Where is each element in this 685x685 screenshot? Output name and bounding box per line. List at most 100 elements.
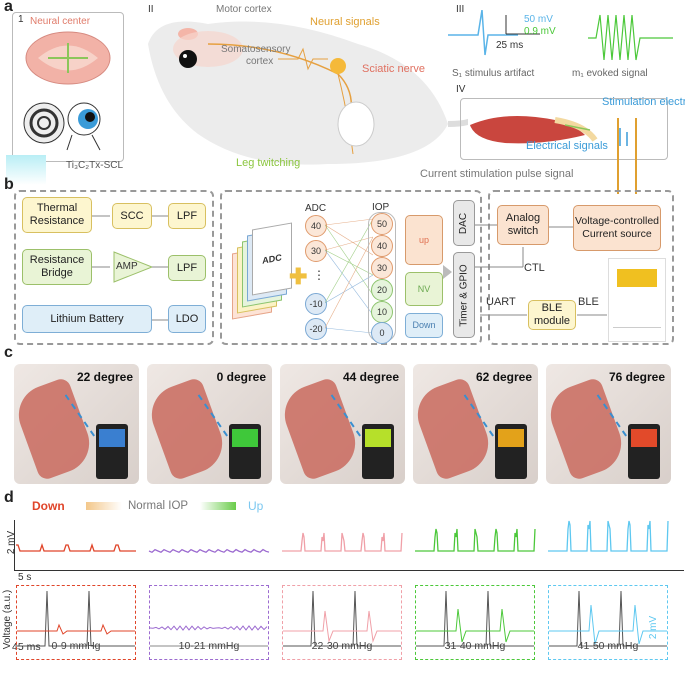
x-ms-label: 45 ms [12, 641, 41, 653]
x-s-label: 5 s [18, 572, 32, 583]
cortex-label: cortex [246, 56, 274, 67]
phone-screen [99, 429, 125, 447]
pressure-range-label: 22-30 mmHg [311, 640, 373, 652]
scale-mv2: 0.9 mV [524, 26, 556, 37]
panel-c-letter: c [4, 344, 13, 361]
panel-a-sub2: II [148, 4, 154, 15]
phone-screen [631, 429, 657, 447]
iop-node: 0 [371, 322, 393, 344]
electrode-wires [617, 118, 637, 194]
uart-label: UART [486, 296, 516, 308]
dac-label: DAC [458, 212, 470, 234]
iop-node: 10 [371, 301, 393, 323]
pulse-icon [619, 128, 628, 146]
panel-a-sub3: III [456, 4, 465, 15]
scale-ms: 25 ms [496, 40, 524, 51]
pressure-range-label: 0-9 mmHg [51, 640, 101, 652]
phone [495, 424, 527, 479]
adc-node: -20 [305, 318, 327, 340]
motor-cortex-label: Motor cortex [216, 4, 272, 15]
neural-signals-label: Neural signals [310, 16, 380, 28]
panel-a-letter: a [4, 0, 13, 15]
timer-gpio-box: Timer & GPIO [453, 252, 475, 338]
lithium-battery-box: Lithium Battery [22, 305, 152, 333]
phone-app-screenshot [608, 258, 666, 342]
waveform-box [415, 585, 535, 660]
iop-node: 20 [371, 279, 393, 301]
analog-switch-box: Analog switch [497, 205, 549, 245]
waveform-plot [416, 590, 534, 647]
sensor-frame [14, 190, 214, 345]
phone [628, 424, 660, 479]
phone-screen [498, 429, 524, 447]
adc-node: 40 [305, 215, 327, 237]
eye-lens-illustration [23, 102, 101, 151]
sensor-arrows [92, 215, 168, 321]
ble-module-box: BLE module [528, 300, 576, 330]
waveform-box [548, 585, 668, 660]
electrical-signals-label: Electrical signals [526, 140, 608, 152]
leg-muscle-box [460, 98, 668, 160]
s1-label: S₁ stimulus artifact [452, 68, 535, 79]
panel-a-sub1: 1 [18, 14, 24, 25]
amp-triangle [113, 251, 154, 283]
photo-frame: 76 degree [546, 364, 671, 484]
iop-node: 50 [371, 213, 393, 235]
waveform-plot [283, 590, 401, 647]
photo-frame: 22 degree [14, 364, 139, 484]
panel-d-letter: d [4, 489, 14, 506]
waveform-box [149, 585, 269, 660]
down-arrow [86, 502, 122, 510]
neural-center-label: Neural center [30, 16, 91, 27]
phone [229, 424, 261, 479]
brain-illustration [25, 31, 111, 85]
angle-label: 62 degree [475, 370, 532, 384]
x-axis [14, 570, 684, 571]
scc-box: SCC [112, 203, 152, 229]
pressure-range-label: 10-21 mmHg [178, 640, 240, 652]
ble-label: BLE [578, 296, 599, 308]
up-box: up [405, 215, 443, 265]
angle-label: 22 degree [76, 370, 133, 384]
iop-node: 30 [371, 257, 393, 279]
pressure-range-label: 31-40 mmHg [444, 640, 506, 652]
iop-header: IOP [372, 202, 390, 213]
thermal-resistance-box: Thermal Resistance [22, 197, 92, 233]
adc-node: -10 [305, 293, 327, 315]
pulse-signal-label: Current stimulation pulse signal [420, 168, 574, 180]
vccs-box: Voltage-controlled Current source [573, 205, 661, 251]
panel-a-sub4: IV [456, 84, 466, 95]
waveform-box [16, 585, 136, 660]
angle-label: 44 degree [342, 370, 399, 384]
waveform-plot [149, 625, 268, 647]
neural-net-links [325, 218, 373, 334]
long-traces [16, 520, 669, 554]
phone-screen [365, 429, 391, 447]
amp-label: AMP [116, 261, 138, 272]
waveform-plot [17, 590, 135, 647]
phone [96, 424, 128, 479]
pressure-range-label: 41-50 mmHg [577, 640, 639, 652]
adc-header: ADC [305, 203, 327, 214]
phone [362, 424, 394, 479]
up-arrow [200, 502, 236, 510]
stim-electrodes-label: Stimulation electrodes [602, 96, 685, 108]
iop-node: 40 [371, 235, 393, 257]
neural-center-box [12, 12, 124, 162]
ctl-label: CTL [524, 262, 545, 274]
app-chart-area [613, 299, 661, 328]
normal-iop-label: Normal IOP [128, 500, 189, 512]
lpf2-box: LPF [168, 255, 206, 281]
light-beam [6, 155, 46, 185]
adc-node-ellipsis: ⋮ [313, 268, 325, 282]
resistance-bridge-box: Resistance Bridge [22, 249, 92, 285]
stimulus-signal-plot [448, 10, 673, 61]
down-label: Down [32, 499, 65, 513]
somatosensory-label: Somatosensory [221, 44, 291, 55]
waveform-plot [549, 590, 667, 647]
photo-frame: 62 degree [413, 364, 538, 484]
block-connections [475, 224, 607, 316]
ldo-box: LDO [168, 305, 206, 333]
down-box: Down [405, 313, 443, 338]
adc-node: 30 [305, 240, 327, 262]
